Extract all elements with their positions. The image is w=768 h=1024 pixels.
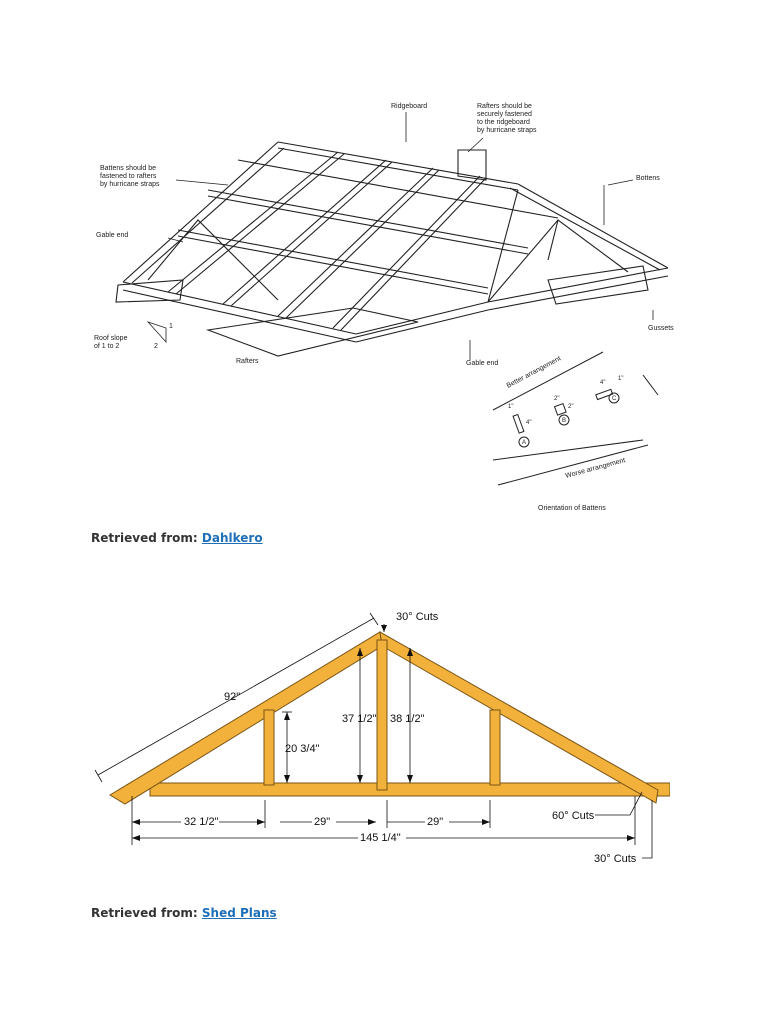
label-a-width: 1" (508, 404, 513, 410)
truss-diagram: 30° Cuts 92" 20 3/4" 37 1/2" 38 1/2" 32 … (94, 611, 670, 865)
label-battens-note-3: by hurricane straps (100, 181, 160, 188)
label-c-height: 1" (618, 376, 623, 382)
label-b-height: 2" (568, 404, 573, 410)
roof-frame-lines (115, 141, 669, 357)
label-battens-note-1: Battens should be (100, 165, 156, 172)
label-slope-rise: 1 (169, 323, 173, 330)
label-roof-slope-1: Roof slope (94, 335, 128, 342)
label-outer-height: 20 3/4" (285, 743, 320, 755)
leader-lines (146, 112, 654, 360)
label-rafter-length: 92" (224, 691, 240, 703)
label-better-arrangement: Better arrangement (506, 355, 563, 390)
dahlkero-link[interactable]: Dahlkero (201, 531, 263, 545)
label-center-height-left: 37 1/2" (342, 713, 377, 725)
label-b-width: 2" (554, 396, 559, 402)
caption-prefix: Retrieved from: (91, 531, 198, 545)
label-gable-end-bottom: Gable end (466, 360, 498, 367)
label-c-width: 4" (600, 380, 605, 386)
label-span-mid-right: 29" (427, 816, 443, 828)
label-gable-end-left: Gable end (96, 232, 128, 239)
label-rafters-note-3: to the ridgeboard (477, 119, 530, 126)
label-top-cuts: 30° Cuts (396, 611, 439, 623)
label-rafters-note-4: by hurricane straps (477, 127, 537, 134)
label-a-height: 4" (526, 420, 531, 426)
label-b: B (562, 418, 566, 424)
truss-wood-members (109, 631, 670, 805)
label-rafters-note-1: Rafters should be (477, 103, 532, 110)
label-worse-arrangement: Worse arrangement (565, 457, 626, 480)
label-rafters-note-2: securely fastened (477, 111, 532, 118)
label-battens-note-2: fastened to rafters (100, 173, 157, 180)
label-orientation-battens: Orientation of Battens (538, 505, 606, 512)
caption-shed-plans: Retrieved from: Shed Plans (91, 906, 277, 920)
shed-plans-link[interactable]: Shed Plans (201, 906, 277, 920)
caption-dahlkero: Retrieved from: Dahlkero (91, 531, 263, 545)
label-roof-slope-2: of 1 to 2 (94, 343, 119, 350)
label-rafters: Rafters (236, 358, 259, 365)
roof-framing-diagram: Ridgeboard Rafters should be securely fa… (94, 103, 674, 512)
label-gussets: Gussets (648, 325, 674, 332)
batten-orientation-inset (492, 351, 659, 486)
label-slope-run: 2 (154, 343, 158, 350)
label-total-span: 145 1/4" (360, 832, 401, 844)
dimension-arrows (132, 625, 635, 841)
label-side-cuts: 60° Cuts (552, 810, 595, 822)
caption-prefix: Retrieved from: (91, 906, 198, 920)
label-ridgeboard: Ridgeboard (391, 103, 427, 110)
label-span-mid-left: 29" (314, 816, 330, 828)
label-bottom-cuts: 30° Cuts (594, 853, 637, 865)
label-center-height-right: 38 1/2" (390, 713, 425, 725)
label-bottens: Bottens (636, 175, 660, 182)
label-span-left: 32 1/2" (184, 816, 219, 828)
label-c: C (612, 396, 617, 402)
label-a: A (522, 440, 526, 446)
